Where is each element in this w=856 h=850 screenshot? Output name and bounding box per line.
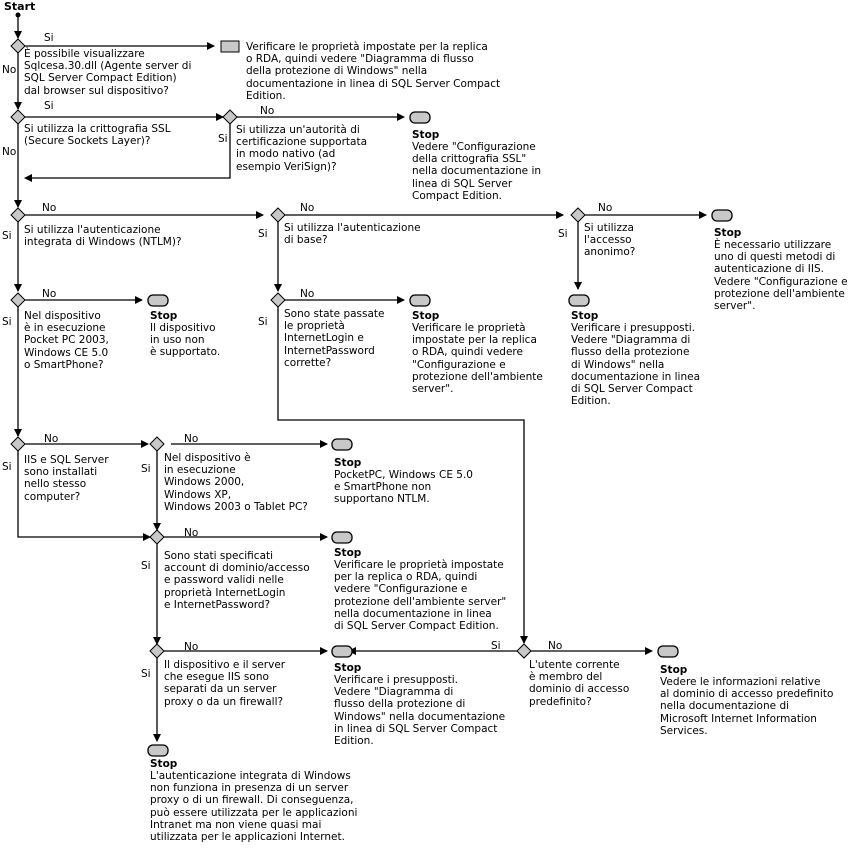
start-label: Start [4,0,36,13]
decision-diamond-q3 [222,109,238,125]
branch-label-q4-no: No [42,202,57,214]
stop-shape-iis-methods [711,209,733,222]
branch-label-q12-yes: Si [141,668,151,680]
decision-diamond-q4 [10,207,26,223]
stop-shape-verify-properties [409,294,431,307]
process-verify-replica-properties: Verificare le proprietà impostate per la… [246,41,501,102]
branch-label-q6-yes: Si [558,228,568,240]
question-device-os: Nel dispositivo è in esecuzione Pocket P… [24,310,109,371]
stop-title-iis-methods: Stop [714,227,742,239]
branch-label-q11-no: No [184,527,199,539]
stop-shape-verify-prerequisites [568,294,590,307]
stop-default-domain-info: Vedere le informazioni relative al domin… [660,676,834,737]
decision-diamond-q12 [149,643,165,659]
stop-title-ssl: Stop [412,129,440,141]
stop-title-prerequisites-windows: Stop [334,662,362,674]
branch-label-q8-yes: Si [258,316,268,328]
decision-diamond-q7 [10,292,26,308]
stop-shape-proxy-firewall [147,744,169,757]
question-anonymous-access: Si utilizza l'accesso anonimo? [584,222,636,259]
branch-label-q4-yes: Si [2,230,12,242]
stop-verify-properties: Verificare le proprietà impostate per la… [412,322,543,396]
branch-label-q7-yes: Si [2,316,12,328]
question-sqlcesa-browser: È possibile visualizzare Sqlcesa.30.dll … [24,48,192,97]
branch-label-q13-yes: Si [491,640,501,652]
branch-label-q2-no: No [2,146,17,158]
branch-label-q1-yes: Si [44,32,54,44]
stop-shape-default-domain-info [657,645,679,658]
decision-diamond-q11 [149,529,165,545]
question-internet-login: Sono state passate le proprietà Internet… [284,308,385,369]
decision-diamond-q5 [270,207,286,223]
question-integrated-windows-auth: Si utilizza l'autenticazione integrata d… [24,224,182,249]
question-ssl: Si utilizza la crittografia SSL (Secure … [24,123,171,148]
branch-label-q9-no: No [44,433,59,445]
decision-diamond-q8 [270,292,286,308]
stop-title-proxy-firewall: Stop [150,758,178,770]
stop-title-default-domain-info: Stop [660,664,688,676]
stop-title-ntlm-unsupported: Stop [334,457,362,469]
stop-title-device-unsupported: Stop [150,310,178,322]
process-box-shape [220,40,240,53]
stop-title-verify-prerequisites: Stop [571,310,599,322]
branch-label-q10-no: No [184,433,199,445]
decision-diamond-q1 [10,38,26,54]
question-certificate-authority: Si utilizza un'autorità di certificazion… [236,124,368,173]
connector-q9-q11 [17,451,151,541]
branch-label-q10-yes: Si [141,463,151,475]
branch-label-q5-yes: Si [258,228,268,240]
branch-label-q8-no: No [300,288,315,300]
branch-label-q11-yes: Si [141,560,151,572]
decision-diamond-q6 [570,207,586,223]
stop-ntlm-unsupported: PocketPC, Windows CE 5.0 e SmartPhone no… [334,469,473,506]
branch-label-q5-no: No [300,202,315,214]
decision-diamond-q2 [10,109,26,125]
stop-shape-ssl [409,111,431,124]
decision-diamond-q13 [516,643,532,659]
stop-verify-prerequisites: Verificare i presupposti. Vedere "Diagra… [571,322,701,408]
branch-label-q9-yes: Si [2,461,12,473]
stop-shape-ntlm-unsupported [331,438,353,451]
stop-title-verify-properties: Stop [412,310,440,322]
stop-title-verify-replica: Stop [334,547,362,559]
branch-label-q12-no: No [184,641,199,653]
branch-label-q3-no: No [260,105,275,117]
branch-label-q7-no: No [42,288,57,300]
branch-label-q1-no: No [2,64,17,76]
stop-prerequisites-windows: Verificare i presupposti. Vedere "Diagra… [334,674,506,748]
connector-q3-yes [24,124,231,182]
question-iis-sql-same-computer: IIS e SQL Server sono installati nello s… [24,454,109,503]
question-proxy-firewall: Il dispositivo e il server che esegue II… [164,659,286,708]
branch-label-q13-no: No [548,640,563,652]
stop-shape-verify-replica [331,531,353,544]
connector-q8-yes [277,307,528,644]
question-domain-account: Sono stati specificati account di domini… [164,550,310,611]
branch-label-q6-no: No [598,202,613,214]
branch-label-q2-yes: Si [44,100,54,112]
stop-iis-methods: È necessario utilizzare uno di questi me… [714,239,848,313]
decision-diamond-q10 [149,436,165,452]
stop-proxy-firewall: L'autenticazione integrata di Windows no… [150,770,358,844]
question-basic-auth: Si utilizza l'autenticazione di base? [284,222,421,247]
stop-shape-prerequisites-windows [331,645,353,658]
stop-shape-device-unsupported [147,294,169,307]
stop-device-unsupported: Il dispositivo in uso non è supportato. [150,322,221,359]
stop-verify-replica: Verificare le proprietà impostate per la… [334,559,507,633]
stop-ssl-configuration: Vedere "Configurazione della crittografi… [412,141,542,202]
question-device-windows: Nel dispositivo è in esecuzione Windows … [164,452,308,513]
question-default-domain: L'utente corrente è membro del dominio d… [529,659,630,708]
branch-label-q3-yes: Si [218,133,228,145]
decision-diamond-q9 [10,436,26,452]
